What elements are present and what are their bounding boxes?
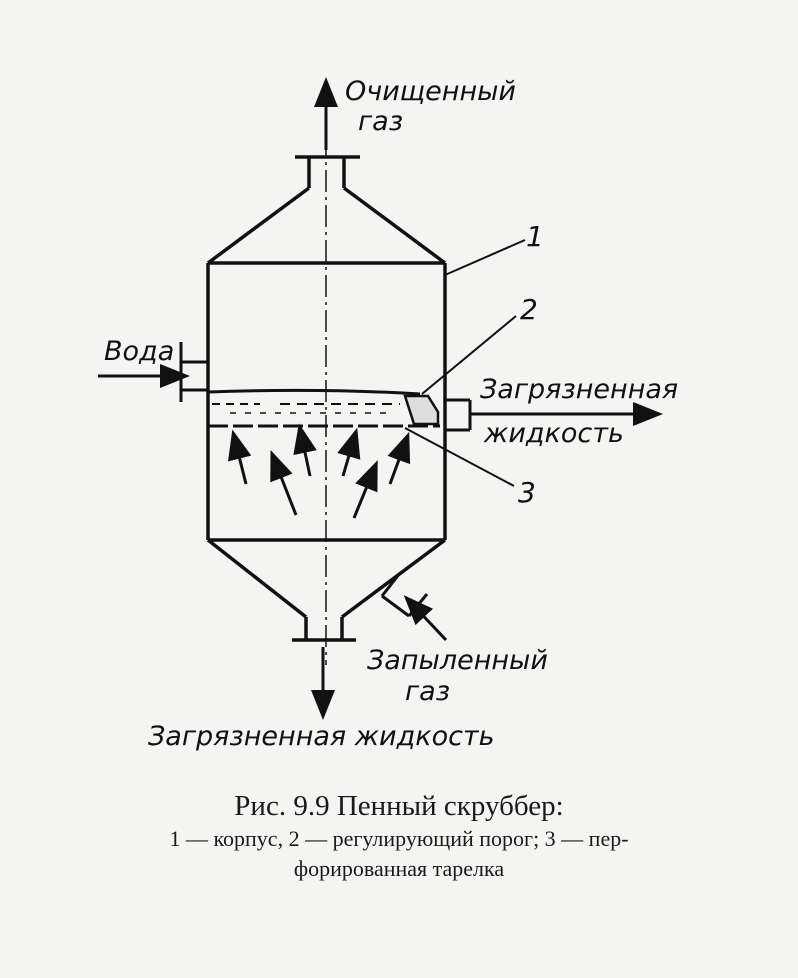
gas-flow-arrows	[227, 423, 411, 519]
label-dusty-gas-1: Запыленный	[367, 645, 548, 676]
scrubber-body	[206, 155, 447, 642]
caption-title: Рис. 9.9 Пенный скруббер:	[234, 790, 564, 822]
number-3: 3	[518, 476, 536, 509]
label-clean-gas-1: Очищенный	[345, 76, 516, 107]
label-clean-gas-2: газ	[358, 106, 403, 137]
label-dusty-gas-2: газ	[405, 676, 450, 707]
caption-line-2: форированная тарелка	[293, 856, 505, 881]
dusty-gas-nozzle	[380, 572, 429, 618]
label-water: Вода	[104, 336, 174, 367]
weir	[403, 394, 440, 426]
water-inlet-nozzle	[179, 342, 208, 402]
label-dirty-liquid-2: жидкость	[483, 418, 624, 449]
number-2: 2	[520, 293, 538, 326]
label-dirty-liquid-1: Загрязненная	[480, 374, 678, 405]
caption-line-1: 1 — корпус, 2 — регулирующий порог; 3 — …	[169, 826, 629, 851]
label-bottom-liquid: Загрязненная жидкость	[148, 721, 495, 752]
dusty-gas-arrow	[403, 595, 448, 642]
number-1: 1	[526, 220, 544, 253]
foam-layer	[207, 388, 421, 414]
liquid-outlet-nozzle	[445, 398, 472, 432]
leader-lines	[404, 239, 526, 487]
